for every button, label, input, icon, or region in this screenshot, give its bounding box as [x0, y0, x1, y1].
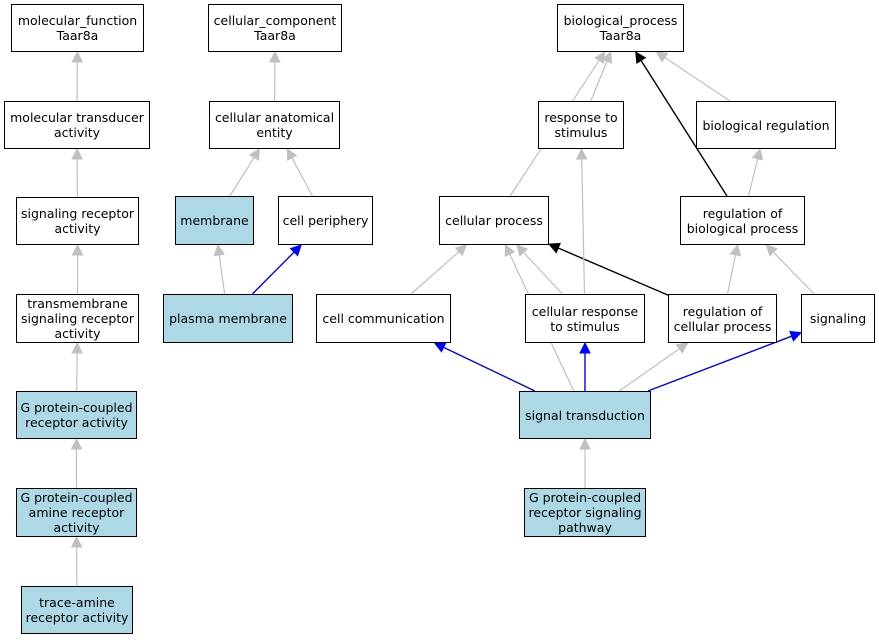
edge-membrane-to-cell_anat [229, 157, 255, 197]
node-regulation-of-biological-process[interactable]: regulation of biological process [680, 196, 805, 245]
node-cellular-process[interactable]: cellular process [439, 196, 549, 245]
arrowhead-signaling-to-reg_bio_proc [765, 244, 778, 257]
arrowhead-cell_resp_stim-to-cellular_process [515, 244, 529, 257]
edge-cell_comm-to-cellular_process [410, 251, 460, 295]
node-molecular-function-root[interactable]: molecular_function Taar8a [11, 4, 144, 52]
node-label: biological_process Taar8a [563, 13, 678, 43]
arrowhead-cell_resp_stim-to-resp_stimulus [575, 147, 588, 160]
node-label: signal transduction [525, 407, 645, 423]
arrowhead-sig_receptor-to-mol_transducer [71, 147, 83, 160]
arrowhead-resp_stimulus-to-bp_root [601, 50, 613, 64]
edge-plasma_membrane-to-membrane [218, 254, 226, 295]
node-label: response to stimulus [544, 110, 618, 140]
arrowhead-signal_transduction-to-cell_comm [433, 342, 447, 353]
node-gpcr-signaling-pathway[interactable]: G protein-coupled receptor signaling pat… [524, 488, 646, 537]
arrowhead-gpcr_activity-to-tm_sig_receptor [71, 341, 83, 354]
arrowhead-reg_bio_proc-to-bio_reg [751, 147, 764, 161]
edge-reg_cell_proc-to-reg_bio_proc [726, 254, 737, 295]
node-cell-periphery[interactable]: cell periphery [278, 196, 373, 245]
arrowhead-reg_cell_proc-to-cellular_process [547, 242, 561, 254]
edge-reg_bio_proc-to-bp_root [640, 60, 728, 197]
edge-cell_periphery-to-cell_anat [291, 157, 313, 197]
edge-resp_stimulus-to-bp_root [590, 61, 608, 102]
node-plasma-membrane[interactable]: plasma membrane [163, 294, 293, 343]
node-trace-amine-receptor-activity[interactable]: trace-amine receptor activity [21, 586, 133, 634]
arrowhead-membrane-to-cell_anat [248, 148, 261, 161]
arrowhead-signal_transduction-to-cell_resp_stim [579, 341, 591, 354]
arrowhead-reg_bio_proc-to-bp_root [635, 51, 647, 64]
node-cellular-response-to-stimulus[interactable]: cellular response to stimulus [525, 294, 645, 343]
edge-signaling-to-reg_bio_proc [772, 251, 815, 295]
node-label: signaling [809, 311, 867, 326]
arrowhead-signal_transduction-to-reg_cell_proc [675, 342, 689, 354]
node-signaling-receptor-activity[interactable]: signaling receptor activity [16, 197, 139, 245]
node-molecular-transducer-activity[interactable]: molecular transducer activity [4, 101, 150, 149]
edge-bio_reg-to-bp_root [664, 57, 731, 102]
node-biological-regulation[interactable]: biological regulation [696, 101, 836, 149]
node-cellular-anatomical-entity[interactable]: cellular anatomical entity [209, 101, 340, 149]
node-label: regulation of cellular process [673, 303, 772, 334]
node-label: signaling receptor activity [20, 206, 135, 236]
node-cellular-component-root[interactable]: cellular_component Taar8a [208, 4, 342, 52]
arrowhead-signal_transduction-to-cellular_process [504, 243, 516, 257]
edge-cell_resp_stim-to-resp_stimulus [581, 158, 586, 295]
node-label: plasma membrane [169, 311, 287, 326]
node-label: cell periphery [282, 213, 369, 228]
arrowhead-bio_reg-to-bp_root [655, 51, 669, 63]
arrowhead-plasma_membrane-to-membrane [213, 243, 226, 257]
node-label: G protein-coupled receptor activity [20, 400, 133, 430]
node-label: cell communication [322, 311, 445, 326]
node-cell-communication[interactable]: cell communication [316, 294, 451, 343]
arrowhead-tm_sig_receptor-to-sig_receptor [71, 243, 84, 256]
arrowhead-trace_amine-to-gpc_amine [70, 535, 83, 548]
arrowhead-cell_anat-to-cc_root [269, 50, 281, 63]
arrowhead-cellular_process-to-bp_root [594, 51, 606, 64]
arrowhead-gpc_amine-to-gpcr_activity [70, 437, 83, 450]
edge-signal_transduction-to-cell_comm [443, 346, 536, 392]
arrowhead-cell_periphery-to-cell_anat [286, 148, 298, 161]
edge-plasma_membrane-to-cell_periphery [251, 251, 295, 295]
node-transmembrane-signaling-receptor-activity[interactable]: transmembrane signaling receptor activit… [16, 294, 139, 343]
node-label: transmembrane signaling receptor activit… [20, 296, 135, 341]
arrowhead-cell_comm-to-cellular_process [454, 244, 468, 257]
node-label: regulation of biological process [686, 205, 799, 236]
node-signal-transduction[interactable]: signal transduction [519, 391, 651, 439]
edge-signal_transduction-to-reg_cell_proc [618, 348, 680, 392]
node-regulation-of-cellular-process[interactable]: regulation of cellular process [668, 294, 777, 343]
arrowhead-reg_cell_proc-to-reg_bio_proc [729, 243, 742, 257]
edge-cell_resp_stim-to-cellular_process [523, 251, 563, 295]
node-label: biological regulation [702, 117, 830, 133]
edge-reg_cell_proc-to-cellular_process [557, 247, 669, 296]
node-gpcr-activity[interactable]: G protein-coupled receptor activity [16, 391, 137, 439]
node-label: molecular_function Taar8a [17, 13, 138, 43]
edge-reg_bio_proc-to-bio_reg [747, 158, 759, 197]
node-biological-process-root[interactable]: biological_process Taar8a [557, 4, 684, 52]
edge-signal_transduction-to-signaling [647, 335, 792, 392]
node-label: trace-amine receptor activity [25, 595, 129, 625]
node-response-to-stimulus[interactable]: response to stimulus [538, 101, 624, 149]
arrowhead-signal_transduction-to-signaling [789, 330, 803, 342]
node-gpc-amine-receptor-activity[interactable]: G protein-coupled amine receptor activit… [16, 488, 137, 537]
node-label: membrane [180, 213, 249, 228]
node-label: cellular process [445, 213, 543, 228]
node-label: G protein-coupled amine receptor activit… [20, 490, 133, 535]
node-label: G protein-coupled receptor signaling pat… [528, 490, 642, 535]
node-label: molecular transducer activity [10, 110, 144, 140]
arrowhead-mol_transducer-to-mf_root [71, 50, 84, 63]
node-label: cellular anatomical entity [214, 110, 335, 140]
node-membrane[interactable]: membrane [175, 196, 254, 245]
arrowhead-plasma_membrane-to-cell_periphery [289, 244, 302, 257]
node-label: cellular_component Taar8a [213, 13, 337, 43]
node-label: cellular response to stimulus [531, 303, 639, 334]
arrowhead-gpcr_pathway-to-signal_transduction [579, 437, 591, 450]
node-signaling[interactable]: signaling [801, 294, 875, 343]
